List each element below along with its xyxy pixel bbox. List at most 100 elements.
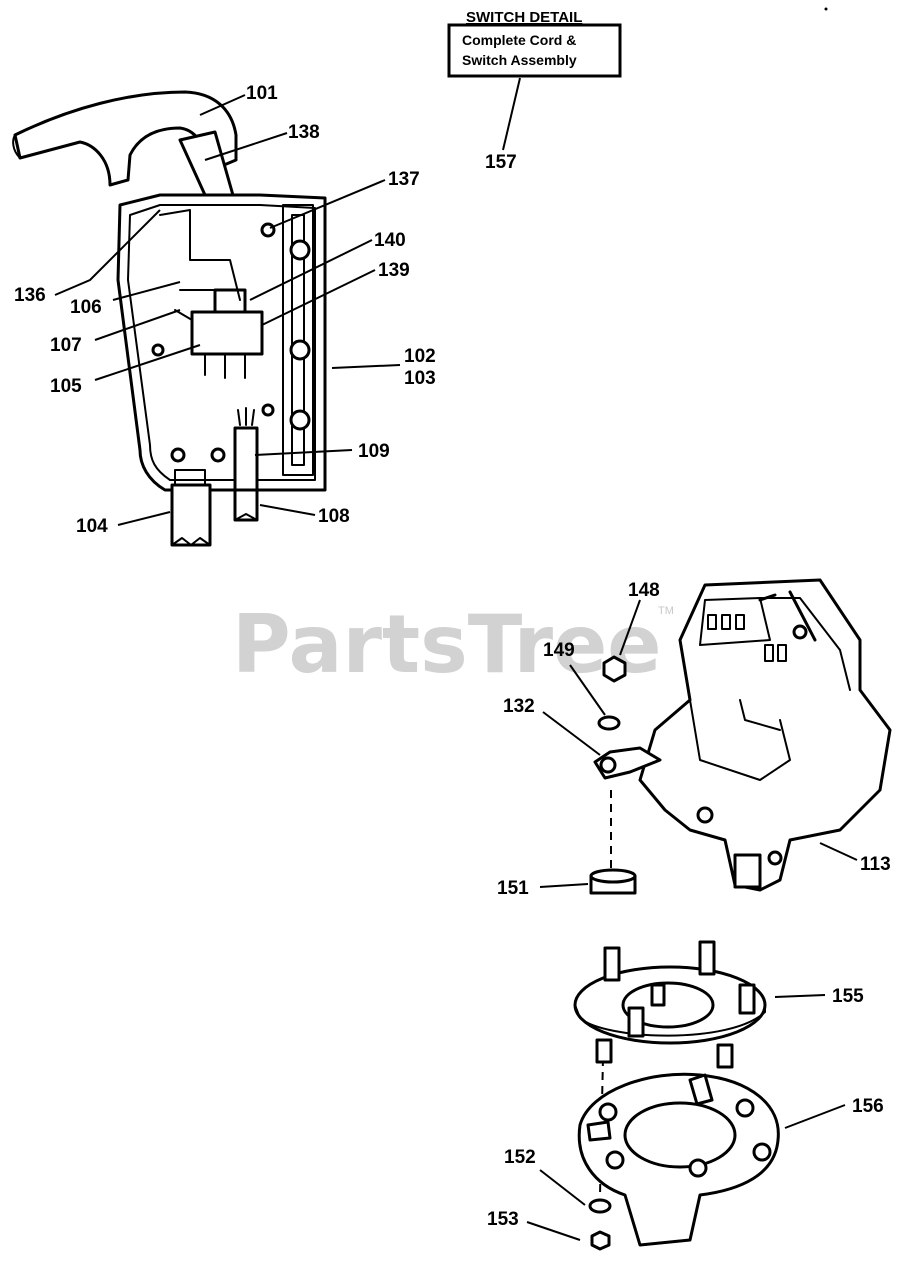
housing-key [688,1073,714,1106]
motor-bracket [689,699,791,781]
label-107: 107 [50,335,82,356]
leader-139 [261,269,376,326]
housing-bolt-4 [605,1150,625,1170]
stud-4 [627,1006,645,1038]
lead-wire-104 [170,483,212,547]
screw-hole-left [151,343,165,357]
motor-shaft [733,853,762,889]
switch-detail-line1: Complete Cord & [462,32,576,48]
motor-brush-wires [758,590,817,642]
label-151: 151 [497,878,529,899]
motor-vent-2 [721,614,731,630]
leader-149 [569,664,606,716]
connector-clip [174,469,206,486]
stud-3 [738,983,756,1015]
housing-rail [282,204,314,476]
leader-156 [784,1104,846,1129]
label-149: 149 [543,640,575,661]
corner-speck [824,7,828,11]
housing-inner-edge [127,204,316,481]
micro-switch [190,310,264,356]
motor-vent-4 [764,644,774,662]
label-104: 104 [76,516,108,537]
label-132: 132 [503,696,535,717]
plate-edge [574,1004,766,1037]
leader-152 [539,1169,586,1206]
motor-top-edge [759,597,851,691]
label-113: 113 [860,854,891,875]
housing-bolt-1 [598,1102,618,1122]
housing-bolt-5 [688,1158,708,1178]
stud-7 [716,1043,734,1069]
label-139: 139 [378,260,410,281]
motor-screw-shaft [767,850,783,866]
terminal-screw-right [210,447,226,463]
label-156: 156 [852,1096,884,1117]
leader-101 [199,94,246,116]
label-105: 105 [50,376,82,397]
leader-151 [539,883,589,888]
label-155: 155 [832,986,864,1007]
stud-5 [650,983,666,1007]
switch-handle-drawing [12,90,327,547]
leader-148 [619,599,641,656]
switch-detail-box [447,23,622,78]
switch-detail-callout: SWITCH DETAIL Complete Cord & Switch Ass… [447,9,622,78]
lead-wire-break [171,537,211,546]
screw-boss-2 [289,339,311,361]
motor-screw-top [792,624,808,640]
label-102: 102 [404,346,436,367]
handle-end [12,134,21,159]
leader-157 [502,77,521,151]
motor-bracket-detail [739,699,781,731]
watermark-trademark: TM [658,605,674,617]
spacer-top [589,868,637,884]
switch-detail-title: SWITCH DETAIL [466,9,582,26]
motor-vent-block [699,597,771,646]
housing-tab [586,1120,612,1142]
part-labels: 101 138 137 140 139 136 106 107 105 102 … [14,83,891,1230]
motor-housing [638,578,892,892]
leader-136 [54,209,161,296]
screw-boss-3 [289,409,311,431]
leader-lines [54,77,858,1241]
housing-bolt-3 [752,1142,772,1162]
nut-153 [590,1230,611,1251]
cord-108-break [234,513,258,521]
label-152: 152 [504,1147,536,1168]
label-101: 101 [246,83,278,104]
leader-138 [204,132,288,161]
switch-terminals [204,354,246,379]
housing-bore [623,1101,737,1169]
lockwasher-152 [588,1198,612,1214]
leader-107 [94,309,181,341]
label-108: 108 [318,506,350,527]
clamp-hole [599,756,617,774]
label-106: 106 [70,297,102,318]
leader-153 [526,1221,581,1241]
leader-105 [94,344,201,381]
motor-vent-1 [707,614,717,630]
cord-108 [233,488,259,522]
cord-strain-relief [233,426,259,492]
internal-wire [159,209,241,301]
leader-109 [254,449,353,456]
cord-wires [237,407,255,426]
stud-2 [698,940,716,976]
screw-boss-1 [289,239,311,261]
label-109: 109 [358,441,390,462]
motor-screw-base [696,806,714,824]
leader-102 [331,364,401,369]
label-148: 148 [628,580,660,601]
housing-bolt-2 [735,1098,755,1118]
plate-center-hole [621,981,715,1029]
leader-155 [774,994,826,998]
leader-104 [117,511,171,526]
leader-140 [249,239,373,301]
leader-137 [269,179,386,229]
terminal-screw-left [170,447,186,463]
label-137: 137 [388,169,420,190]
label-157: 157 [485,152,517,173]
